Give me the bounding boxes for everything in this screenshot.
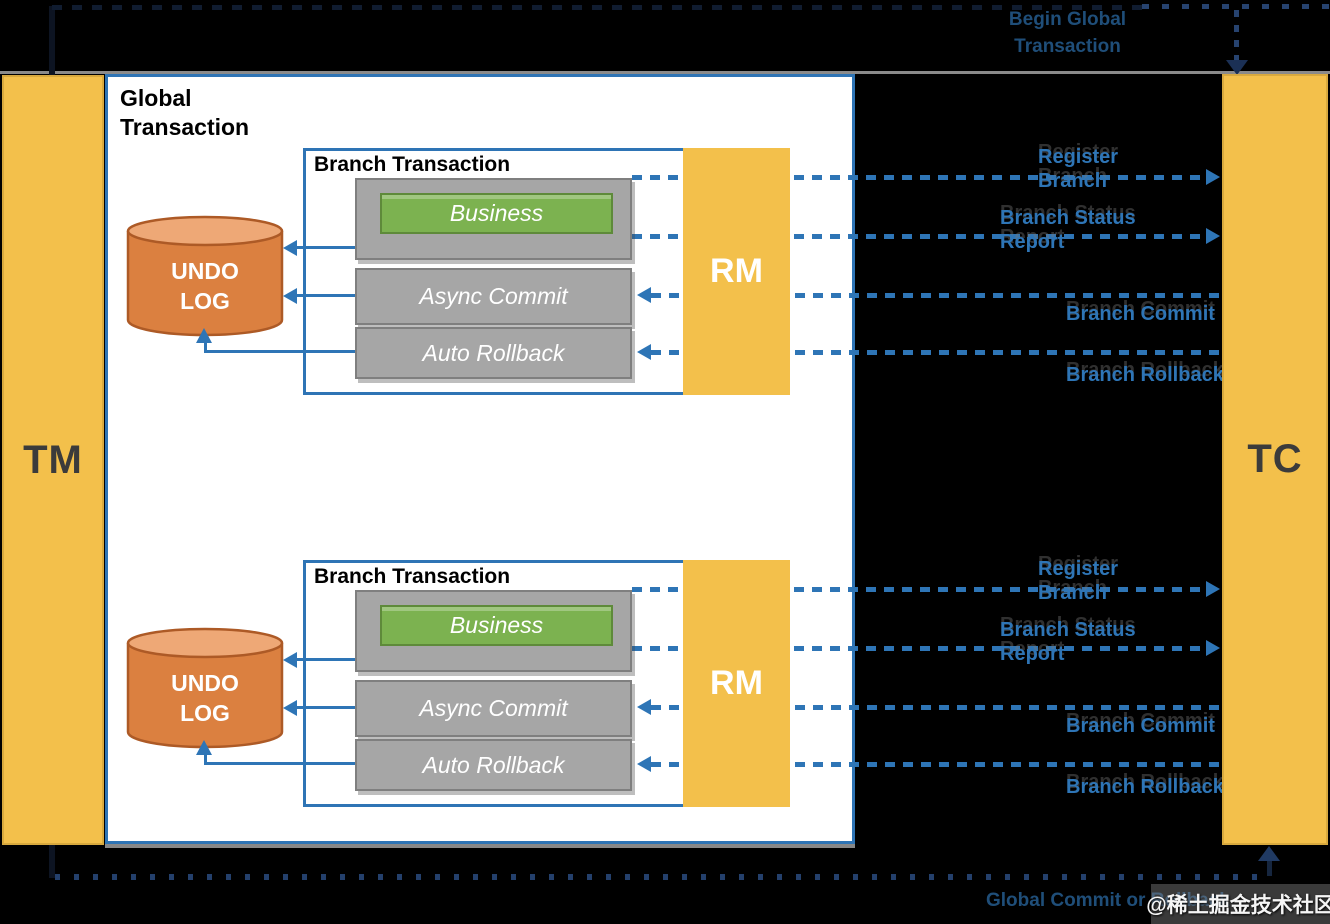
begin-global-transaction-label: Begin Global Transaction bbox=[1008, 9, 1127, 57]
branch-commit-label: Branch Commit bbox=[1066, 715, 1215, 737]
branch-status-report-label: Branch Status Report bbox=[1000, 619, 1136, 665]
arrow-up-icon bbox=[196, 740, 212, 755]
arrow-down-into-tc-icon bbox=[1226, 60, 1248, 75]
autorollback-to-undolog-line-vertical bbox=[204, 752, 207, 764]
branch-rollback-label: Branch Rollback bbox=[1066, 364, 1224, 386]
global-transaction-title: Global Transaction bbox=[120, 85, 250, 140]
async-commit-box: Async Commit bbox=[355, 680, 632, 737]
branch-commit-dashed-line bbox=[651, 293, 1222, 298]
top-flow-line-visible-segment bbox=[1142, 4, 1330, 9]
watermark-text: @稀土掘金技术社区 bbox=[1146, 894, 1330, 917]
branch-status-report-label: Branch Status Report bbox=[1000, 207, 1136, 253]
register-branch-label: Register Branch bbox=[1038, 146, 1119, 192]
business-box: Business bbox=[380, 605, 613, 646]
bottom-flow-dotted-line bbox=[55, 874, 1268, 880]
branch-commit-label: Branch Commit bbox=[1066, 303, 1215, 325]
arrow-left-icon bbox=[637, 287, 651, 303]
arrow-left-icon bbox=[637, 699, 651, 715]
arrow-up-icon bbox=[196, 328, 212, 343]
async-commit-box: Async Commit bbox=[355, 268, 632, 325]
auto-rollback-label: Auto Rollback bbox=[422, 339, 565, 366]
arrow-up-into-tc-icon bbox=[1258, 846, 1280, 861]
undo-log-cylinder-icon bbox=[125, 214, 285, 340]
asynccommit-to-undolog-line bbox=[296, 294, 356, 297]
auto-rollback-box: Auto Rollback bbox=[355, 327, 632, 379]
branch-rollback-label: Branch Rollback bbox=[1066, 776, 1224, 798]
arrow-left-icon bbox=[283, 700, 297, 716]
tm-top-connector-line bbox=[49, 6, 55, 75]
register-branch-dashed-line bbox=[632, 175, 1206, 180]
tc-top-connector-line bbox=[1234, 10, 1239, 60]
arrow-left-icon bbox=[283, 652, 297, 668]
arrow-right-icon bbox=[1206, 228, 1220, 244]
autorollback-to-undolog-line bbox=[204, 350, 356, 353]
arrow-right-icon bbox=[1206, 169, 1220, 185]
top-shadow-strip bbox=[0, 71, 1330, 74]
rm-label: RM bbox=[710, 252, 763, 290]
register-branch-label: Register Branch bbox=[1038, 558, 1119, 604]
rm-block: RM bbox=[683, 148, 790, 395]
branch-rollback-dashed-line bbox=[651, 350, 1222, 355]
branch-status-dashed-line bbox=[632, 234, 1206, 239]
tm-block: TM bbox=[2, 75, 104, 845]
branch-commit-dashed-line bbox=[651, 705, 1222, 710]
undo-log-label: UNDO LOG bbox=[171, 670, 239, 726]
async-commit-label: Async Commit bbox=[419, 695, 568, 721]
rm-label: RM bbox=[710, 664, 763, 702]
tc-block: TC bbox=[1222, 74, 1328, 845]
business-label: Business bbox=[449, 612, 544, 638]
tc-bottom-connector-line bbox=[1267, 852, 1272, 876]
arrow-left-icon bbox=[283, 288, 297, 304]
branch-transaction-title: Branch Transaction bbox=[314, 565, 511, 588]
arrow-left-icon bbox=[637, 344, 651, 360]
business-to-undolog-line bbox=[296, 246, 356, 249]
tm-label: TM bbox=[23, 437, 83, 482]
business-label: Business bbox=[449, 200, 544, 226]
asynccommit-to-undolog-line bbox=[296, 706, 356, 709]
async-commit-label: Async Commit bbox=[419, 283, 568, 309]
top-flow-line bbox=[52, 5, 1142, 10]
auto-rollback-box: Auto Rollback bbox=[355, 739, 632, 791]
arrow-left-icon bbox=[637, 756, 651, 772]
rm-block: RM bbox=[683, 560, 790, 807]
global-commit-or-rollback-label: Global Commit or Rollback bbox=[986, 890, 1230, 911]
business-box: Business bbox=[380, 193, 613, 234]
arrow-left-icon bbox=[283, 240, 297, 256]
tm-bottom-connector-line bbox=[49, 845, 55, 878]
business-to-undolog-line bbox=[296, 658, 356, 661]
arrow-right-icon bbox=[1206, 640, 1220, 656]
watermark-badge: @稀土掘金技术社区 bbox=[1146, 884, 1330, 924]
undo-log-label: UNDO LOG bbox=[171, 258, 239, 314]
register-branch-dashed-line bbox=[632, 587, 1206, 592]
tc-label: TC bbox=[1247, 437, 1303, 481]
autorollback-to-undolog-line-vertical bbox=[204, 340, 207, 352]
branch-status-dashed-line bbox=[632, 646, 1206, 651]
auto-rollback-label: Auto Rollback bbox=[422, 751, 565, 778]
branch-transaction-title: Branch Transaction bbox=[314, 153, 511, 176]
branch-rollback-dashed-line bbox=[651, 762, 1222, 767]
autorollback-to-undolog-line bbox=[204, 762, 356, 765]
arrow-right-icon bbox=[1206, 581, 1220, 597]
